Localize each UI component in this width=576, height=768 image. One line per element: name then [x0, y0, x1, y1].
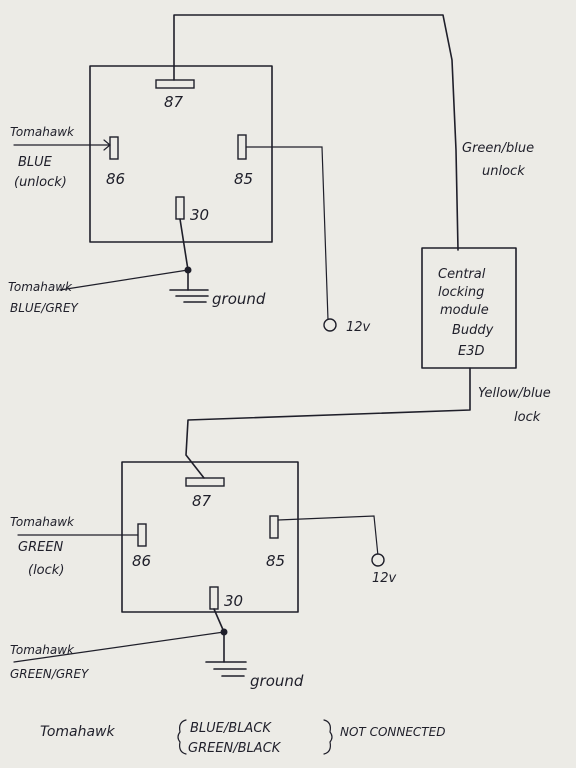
relay-bottom-wires [13, 367, 471, 663]
footer-open-brace [177, 719, 187, 755]
arrow-86-top [103, 139, 111, 151]
module-line-3: module [440, 303, 489, 318]
relay-top-86-color: BLUE [18, 155, 53, 170]
relay-top-ground-label: ground [212, 290, 266, 308]
relay-top-pin-87 [155, 79, 195, 89]
module-lock-wire-function: lock [514, 410, 541, 425]
terminal-12v-top [323, 318, 337, 332]
wire-85-top-to-12v [245, 146, 329, 321]
ground-symbol-top [169, 289, 209, 303]
footer-wire-1: BLUE/BLACK [190, 721, 272, 736]
ground-symbol-bottom [205, 661, 247, 677]
relay-top-pin-86 [109, 136, 119, 160]
terminal-12v-bottom [371, 553, 385, 567]
module-line-1: Central [438, 267, 486, 282]
wire-85-bottom-to-12v [277, 515, 379, 557]
footer-close-brace [323, 719, 333, 755]
relay-top-12v-label: 12v [346, 320, 371, 335]
relay-bottom-pin-30-label: 30 [224, 592, 243, 610]
relay-top-86-brand: Tomahawk [10, 125, 75, 139]
relay-bottom-pin-86-label: 86 [132, 552, 151, 570]
module-lock-wire-color: Yellow/blue [478, 386, 551, 401]
module-unlock-wire-function: unlock [482, 164, 525, 179]
relay-bottom-86-brand: Tomahawk [10, 515, 75, 529]
wire-30-bottom-to-ground [213, 608, 225, 663]
relay-top-86-function: (unlock) [14, 175, 67, 190]
relay-bottom-pin-85 [269, 515, 279, 539]
relay-bottom-12v-label: 12v [372, 571, 397, 586]
module-line-2: locking [438, 285, 484, 300]
footer-brand: Tomahawk [40, 724, 116, 740]
relay-top-box [89, 65, 273, 243]
central-locking-module: Central locking module Buddy E3D Green/b… [421, 141, 551, 425]
relay-top-pin-30 [175, 196, 185, 220]
relay-bottom-pin-87-label: 87 [192, 492, 212, 510]
wire-30-top-to-ground [179, 218, 189, 291]
relay-top-pin-86-label: 86 [106, 170, 125, 188]
relay-top-30-color: BLUE/GREY [10, 301, 80, 315]
relay-bottom-pin-86 [137, 523, 147, 547]
footer-wire-2: GREEN/BLACK [188, 741, 282, 756]
module-line-5: E3D [458, 344, 485, 359]
relay-bottom-30-brand: Tomahawk [10, 643, 75, 657]
relay-top-pin-85 [237, 134, 247, 160]
module-line-4: Buddy [452, 323, 494, 338]
relay-bottom-pin-30 [209, 586, 219, 610]
relay-top-wires [13, 14, 459, 332]
footer-status: NOT CONNECTED [340, 725, 445, 739]
relay-top-30-brand: Tomahawk [8, 280, 73, 294]
wire-87-top-to-module [173, 14, 459, 251]
relay-top-pin-87-label: 87 [164, 93, 184, 111]
module-unlock-wire-color: Green/blue [462, 141, 534, 156]
relay-bottom-pin-85-label: 85 [266, 552, 285, 570]
relay-bottom-86-function: (lock) [28, 563, 64, 578]
relay-bottom-ground-label: ground [250, 672, 304, 690]
relay-bottom: 87 86 85 30 [121, 461, 299, 613]
module-box [421, 247, 517, 369]
relay-bottom-30-color: GREEN/GREY [10, 667, 90, 681]
relay-bottom-labels: Tomahawk GREEN (lock) Tomahawk GREEN/GRE… [10, 515, 397, 690]
relay-top: 87 86 85 30 [89, 65, 273, 243]
footer-note: Tomahawk BLUE/BLACK GREEN/BLACK NOT CONN… [40, 719, 445, 756]
relay-top-pin-85-label: 85 [234, 170, 253, 188]
relay-bottom-pin-87 [185, 477, 225, 487]
relay-top-pin-30-label: 30 [190, 206, 209, 224]
relay-bottom-86-color: GREEN [18, 540, 64, 555]
wire-30-top-input [59, 269, 189, 291]
wire-module-to-87-bottom [185, 367, 471, 479]
wire-30-bottom-input [13, 631, 225, 663]
relay-top-labels: Tomahawk BLUE (unlock) Tomahawk BLUE/GRE… [8, 125, 371, 335]
relay-bottom-box [121, 461, 299, 613]
